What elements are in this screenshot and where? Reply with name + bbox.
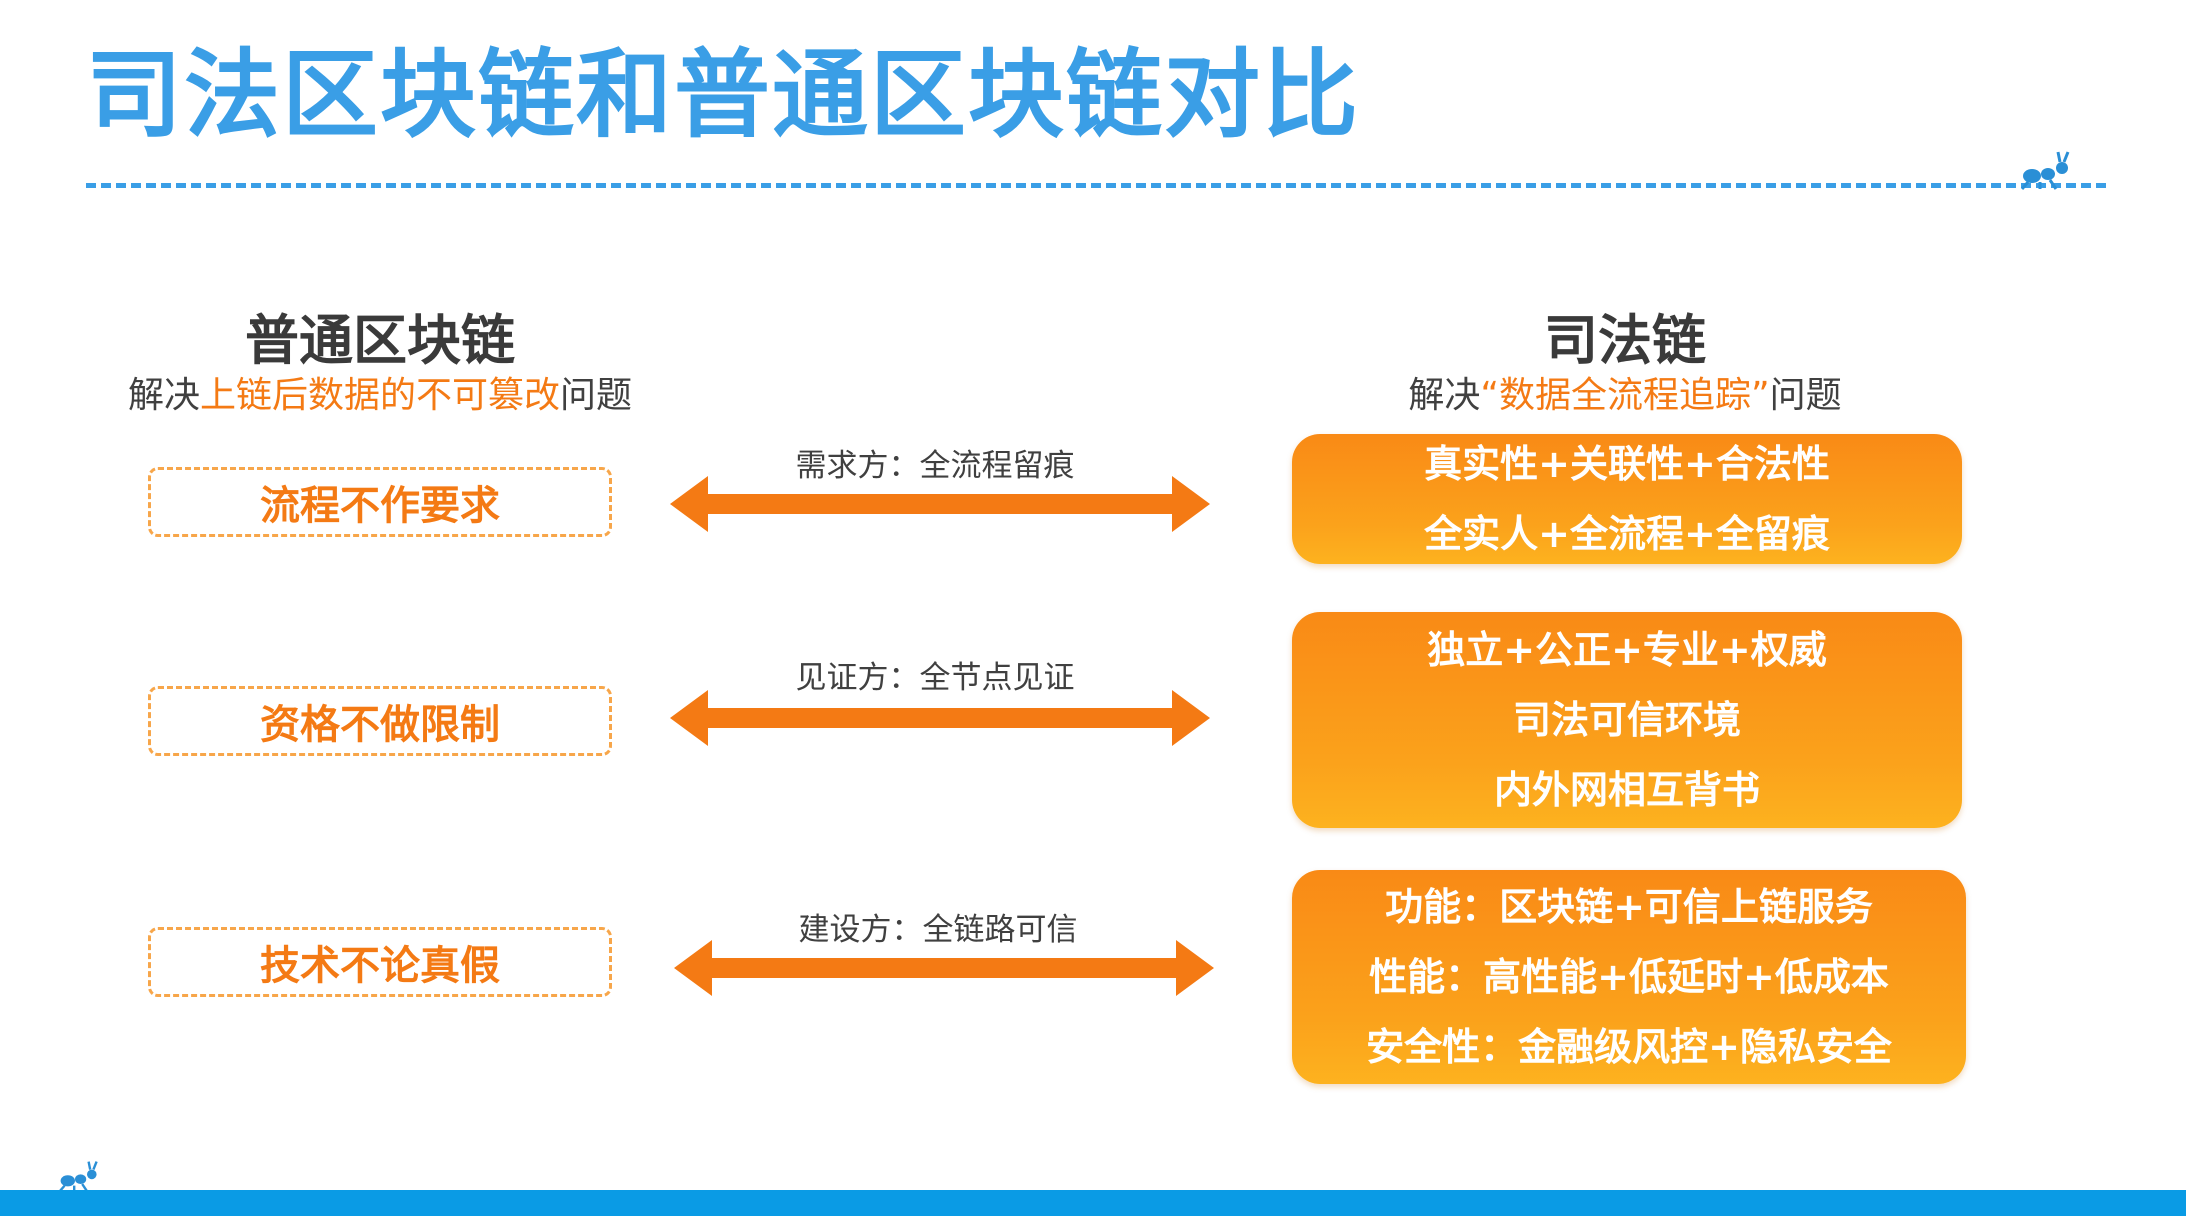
ant-logo-icon — [58, 1161, 98, 1192]
judicial-box-independence: 独立+公正+专业+权威 司法可信环境 内外网相互背书 — [1292, 612, 1962, 828]
double-arrow-icon — [670, 690, 1210, 746]
double-arrow-icon — [674, 940, 1214, 996]
judicial-box-authenticity: 真实性+关联性+合法性 全实人+全流程+全留痕 — [1292, 434, 1962, 564]
left-item-technology: 技术不论真假 — [148, 927, 612, 997]
arrow-label-demand: 需求方：全流程留痕 — [795, 448, 1075, 484]
box-line: 功能：区块链+可信上链服务 — [1385, 885, 1873, 929]
double-arrow-icon — [670, 476, 1210, 532]
box-line: 安全性：金融级风控+隐私安全 — [1366, 1025, 1892, 1069]
title-divider — [86, 183, 2106, 188]
page-title: 司法区块链和普通区块链对比 — [86, 39, 1360, 151]
box-line: 全实人+全流程+全留痕 — [1424, 512, 1830, 556]
box-line: 独立+公正+专业+权威 — [1427, 628, 1827, 672]
right-subtitle-prefix: 解决 — [1408, 375, 1481, 416]
right-column-heading: 司法链 — [1544, 309, 1706, 372]
right-subtitle-suffix: 问题 — [1769, 375, 1842, 416]
ant-logo-icon — [2020, 151, 2070, 190]
left-column-heading: 普通区块链 — [245, 309, 515, 372]
box-line: 性能：高性能+低延时+低成本 — [1369, 955, 1889, 999]
left-subtitle-suffix: 问题 — [560, 375, 633, 416]
judicial-box-capabilities: 功能：区块链+可信上链服务 性能：高性能+低延时+低成本 安全性：金融级风控+隐… — [1292, 870, 1966, 1084]
box-line: 内外网相互背书 — [1493, 768, 1760, 812]
left-item-process: 流程不作要求 — [148, 467, 612, 537]
footer-bar — [0, 1190, 2186, 1216]
arrow-label-builder: 建设方：全链路可信 — [798, 912, 1078, 948]
left-subtitle-highlight: 上链后数据的不可篡改 — [199, 375, 560, 416]
box-line: 真实性+关联性+合法性 — [1424, 442, 1830, 486]
arrow-label-witness: 见证方：全节点见证 — [795, 660, 1075, 696]
right-column-subtitle: 解决“数据全流程追踪”问题 — [1290, 366, 1960, 418]
right-subtitle-highlight: “数据全流程追踪” — [1480, 375, 1770, 416]
left-column-subtitle: 解决上链后数据的不可篡改问题 — [100, 366, 660, 418]
left-item-qualification: 资格不做限制 — [148, 686, 612, 756]
left-subtitle-prefix: 解决 — [127, 375, 200, 416]
box-line: 司法可信环境 — [1512, 698, 1741, 742]
